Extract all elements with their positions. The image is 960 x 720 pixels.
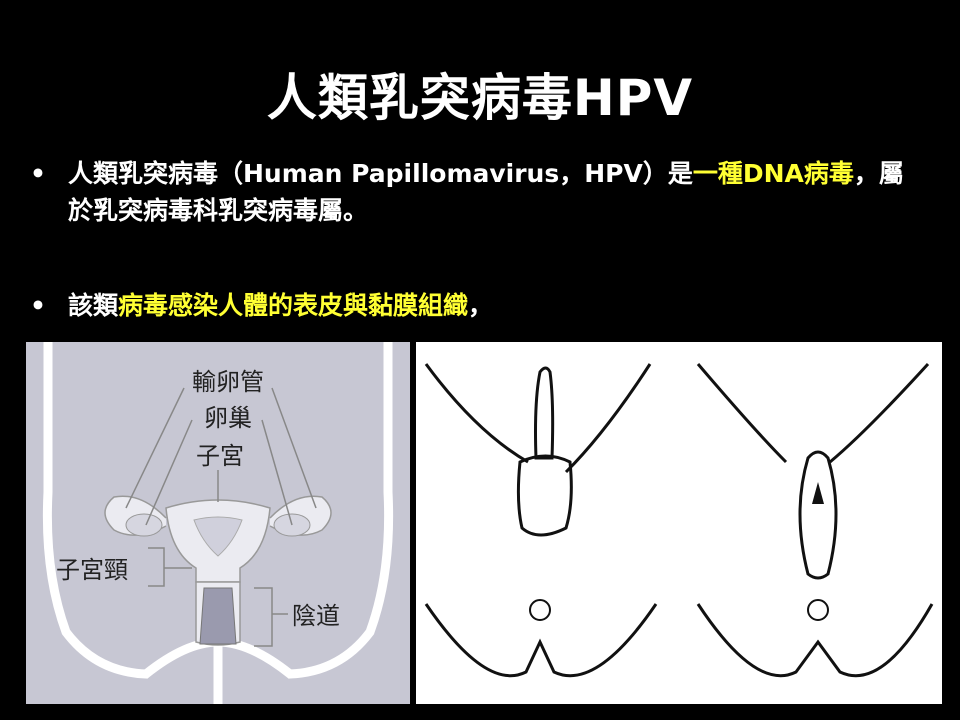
bullet-text: ， [468,291,494,320]
genitalia-svg [424,362,934,678]
female-opening [812,482,824,504]
male-upper-right-line [564,363,652,474]
bullet-highlight: 病毒感染人體的表皮與黏膜組織 [118,291,469,320]
bullet-infection-sites: • 該類病毒感染人體的表皮與黏膜組織， [30,287,910,327]
bullet-highlight: 一種DNA病毒 [692,159,854,188]
bullet-hpv-definition: • 人類乳突病毒（Human Papillomavirus，HPV）是一種DNA… [30,155,910,235]
bullet-text: ，屬於乳突病毒科乳突病毒屬。 [68,159,904,225]
male-upper-left-line [424,363,529,464]
bullet-marker: • [30,159,46,188]
anatomy-svg: 輸卵管 卵巢 子宮 子宮頸 陰道 [42,342,394,704]
female-labia [798,450,838,580]
female-upper-right-line [829,362,930,464]
male-anus [529,599,551,621]
label-vagina: 陰道 [292,602,340,630]
female-lower-line [696,603,934,678]
female-anus [807,599,829,621]
bullet-marker: • [30,291,46,320]
male-shaft [534,366,555,460]
external-genitalia-diagram [416,342,942,704]
bullet-text: 人類乳突病毒（Human Papillomavirus，HPV）是 [68,159,693,188]
label-ovary: 卵巢 [204,404,252,432]
male-lower-line [424,603,658,678]
bullet-text: 該類 [68,291,119,320]
label-fallopian-tube: 輸卵管 [192,368,264,396]
female-upper-left-line [696,363,788,464]
label-cervix: 子宮頸 [56,556,128,584]
female-anatomy-diagram: 輸卵管 卵巢 子宮 子宮頸 陰道 [26,342,410,704]
label-uterus: 子宮 [196,442,244,470]
male-scrotum [516,454,573,537]
slide-title: 人類乳突病毒HPV [266,69,694,127]
